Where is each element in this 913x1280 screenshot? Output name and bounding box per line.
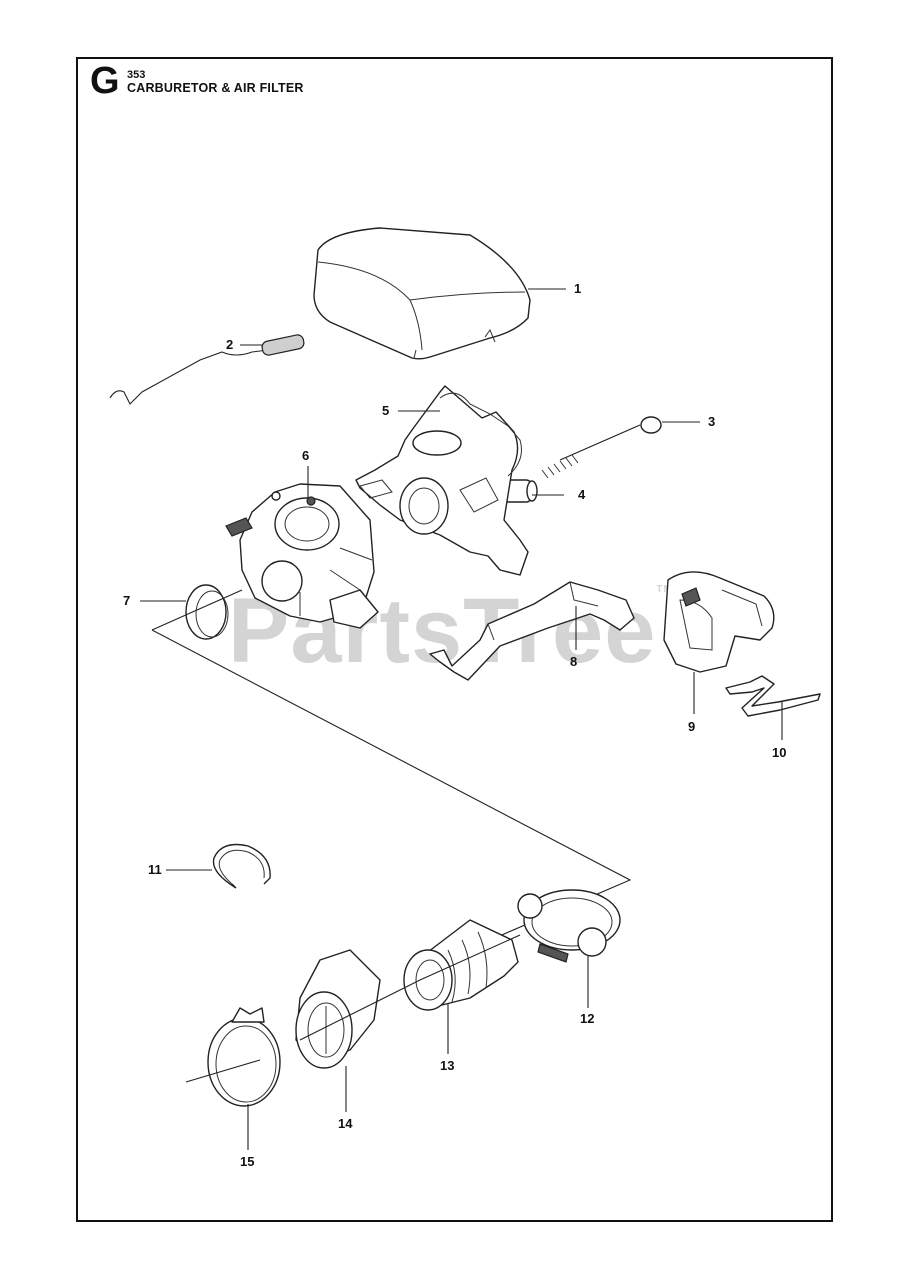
callout-leaders bbox=[140, 288, 783, 1150]
callout-11: 11 bbox=[148, 862, 162, 877]
assembly-guide-line-lower bbox=[185, 934, 521, 1083]
callout-6: 6 bbox=[302, 448, 310, 463]
callout-1: 1 bbox=[574, 281, 582, 296]
callout-3: 3 bbox=[708, 414, 716, 429]
part-circlip[interactable] bbox=[212, 843, 271, 889]
callout-9: 9 bbox=[688, 719, 696, 734]
part-throttle-lever[interactable] bbox=[429, 581, 635, 681]
callout-13: 13 bbox=[440, 1058, 455, 1073]
callout-12: 12 bbox=[580, 1011, 595, 1026]
watermark-trademark: TM bbox=[656, 584, 673, 595]
callout-4: 4 bbox=[578, 487, 586, 502]
part-carburetor-holder[interactable] bbox=[355, 385, 529, 576]
callout-5: 5 bbox=[382, 403, 390, 418]
part-gasket-ring[interactable] bbox=[185, 584, 229, 640]
diagram-frame bbox=[76, 57, 833, 1222]
callout-14: 14 bbox=[338, 1116, 353, 1131]
assembly-guide-line bbox=[151, 589, 632, 941]
model-number: 353 bbox=[127, 69, 146, 81]
callout-10: 10 bbox=[772, 745, 787, 760]
part-screw[interactable] bbox=[541, 416, 662, 479]
part-hose-clamp-large[interactable] bbox=[517, 889, 621, 963]
part-hose-clamp-small[interactable] bbox=[207, 1007, 281, 1107]
part-adapter-sleeve[interactable] bbox=[295, 949, 381, 1069]
callout-8: 8 bbox=[570, 654, 578, 669]
part-air-filter-cover[interactable] bbox=[313, 227, 531, 360]
part-choke-rod[interactable] bbox=[109, 334, 305, 405]
part-intake-boot[interactable] bbox=[403, 919, 519, 1011]
section-title: CARBURETOR & AIR FILTER bbox=[127, 81, 304, 95]
part-spring-clip[interactable] bbox=[725, 675, 821, 717]
part-air-intake-housing[interactable] bbox=[663, 571, 775, 673]
callout-7: 7 bbox=[123, 593, 131, 608]
callout-15: 15 bbox=[240, 1154, 255, 1169]
callout-2: 2 bbox=[226, 337, 234, 352]
part-carburetor[interactable] bbox=[225, 483, 379, 629]
section-letter: G bbox=[90, 60, 120, 102]
